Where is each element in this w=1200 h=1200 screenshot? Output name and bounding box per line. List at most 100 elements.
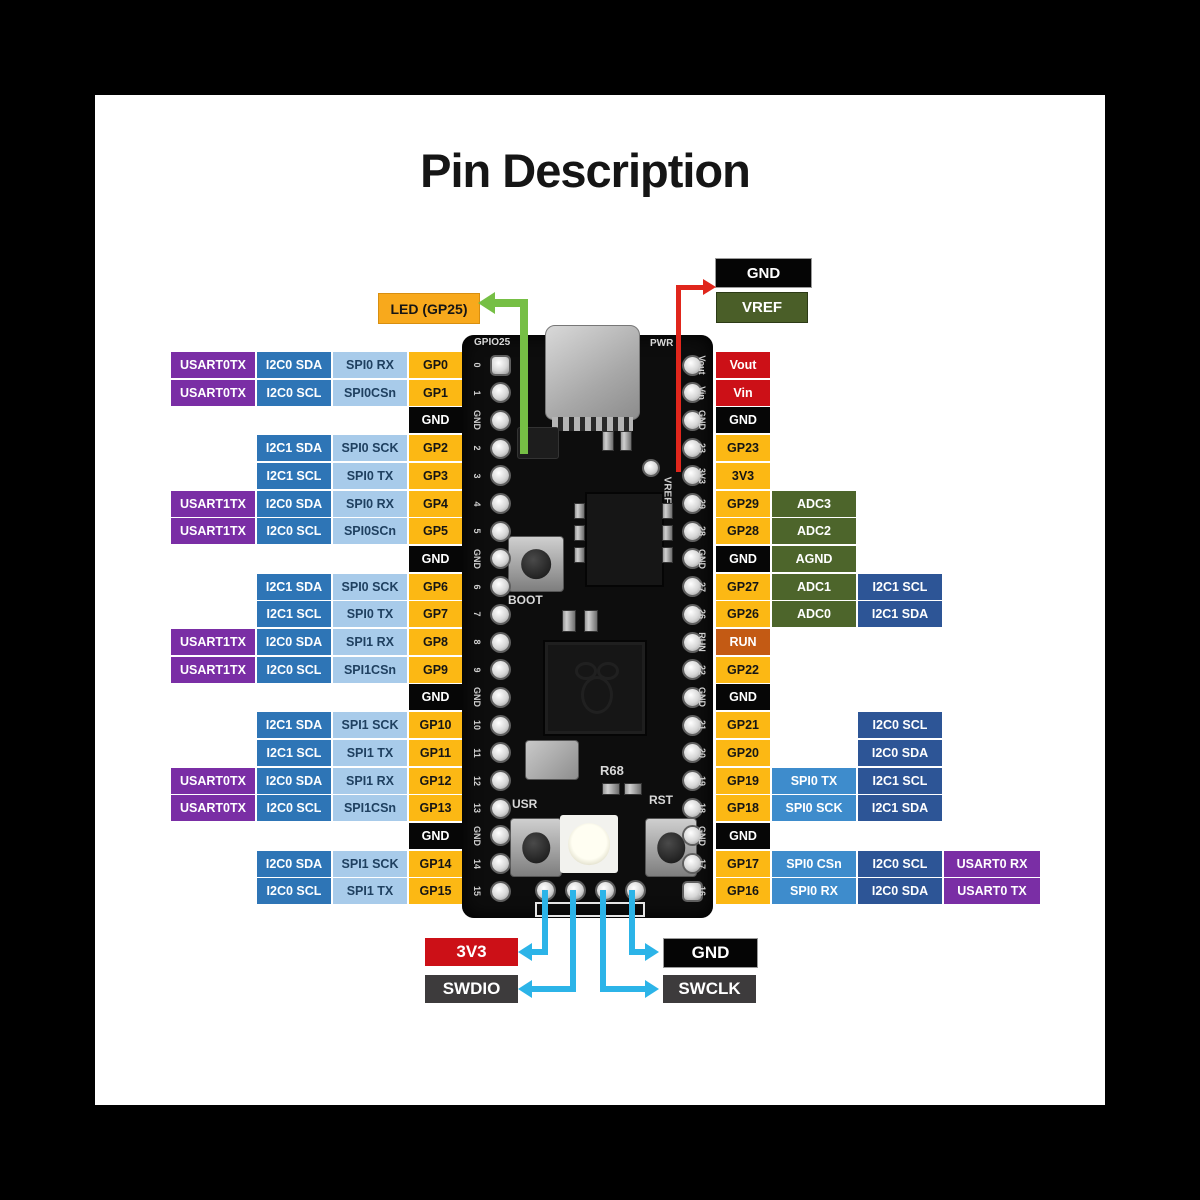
pin-function-label: GND bbox=[716, 545, 770, 572]
pin-number-silk: 3 bbox=[472, 473, 482, 479]
pin-function-label: I2C1 SCL bbox=[257, 739, 331, 766]
component bbox=[562, 610, 576, 632]
pin-function-label: SPI1 SCK bbox=[333, 712, 407, 739]
pin-hole bbox=[491, 550, 509, 568]
pin-hole bbox=[491, 384, 509, 402]
pin-function-label: GP3 bbox=[409, 462, 462, 489]
callout-led-gp25: LED (GP25) bbox=[378, 293, 480, 324]
silk-rst: RST bbox=[649, 793, 673, 807]
pin-function-label: I2C0 SCL bbox=[257, 878, 331, 905]
page-title: Pin Description bbox=[420, 144, 751, 197]
pin-function-label: SPI0 RX bbox=[333, 352, 407, 378]
pin-function-label: USART1TX bbox=[171, 656, 255, 683]
pin-function-label: GP28 bbox=[716, 518, 770, 545]
pin-function-label: GP4 bbox=[409, 490, 462, 517]
boot-button[interactable] bbox=[508, 536, 564, 592]
pin-function-label: GP18 bbox=[716, 795, 770, 822]
pin-number-silk: 18 bbox=[697, 803, 707, 814]
pin-function-label: USART0 RX bbox=[944, 850, 1040, 877]
pin-function-label: GP5 bbox=[409, 518, 462, 545]
pin-function-label: I2C0 SDA bbox=[257, 767, 331, 794]
pin-number-silk: 28 bbox=[697, 526, 707, 537]
silk-usr: USR bbox=[512, 797, 538, 811]
pin-function-label: SPI0 RX bbox=[772, 878, 856, 905]
pin-function-label: GP12 bbox=[409, 767, 462, 794]
pin-hole bbox=[491, 578, 509, 596]
rp2040-chip bbox=[543, 640, 647, 736]
pin-number-silk: 13 bbox=[472, 803, 482, 814]
usr-button-cap bbox=[522, 831, 550, 864]
pin-number-silk: 1 bbox=[472, 390, 482, 396]
pin-function-label: I2C0 SDA bbox=[257, 490, 331, 517]
pin-function-label: I2C1 SCL bbox=[858, 767, 942, 794]
pin-function-label: GP13 bbox=[409, 795, 462, 822]
pin-hole bbox=[491, 772, 509, 789]
right-pin-row-10: RUN bbox=[716, 629, 1040, 655]
pin-function-label: USART1TX bbox=[171, 629, 255, 655]
right-pin-row-11: GP22 bbox=[716, 656, 1040, 683]
pin-function-label: USART0TX bbox=[171, 379, 255, 406]
pin-hole bbox=[683, 411, 701, 429]
pin-number-silk: GND bbox=[697, 687, 707, 708]
pin-hole bbox=[683, 855, 701, 873]
pin-hole bbox=[683, 467, 701, 485]
pin-hole bbox=[683, 522, 701, 540]
pin-function-label: USART1TX bbox=[171, 490, 255, 517]
pin-function-label: ADC1 bbox=[772, 573, 856, 600]
usb-pins bbox=[552, 417, 633, 431]
cyan-wire-gnd bbox=[629, 890, 635, 955]
pin-hole bbox=[683, 356, 701, 374]
pin-function-label: GP21 bbox=[716, 712, 770, 739]
pin-function-label: GP15 bbox=[409, 878, 462, 905]
right-pin-row-4: 3V3 bbox=[716, 462, 1040, 489]
usr-button[interactable] bbox=[510, 818, 562, 877]
pin-hole bbox=[683, 661, 701, 679]
component bbox=[662, 525, 673, 541]
pin-function-label: I2C1 SDA bbox=[858, 601, 942, 628]
pin-function-label: SPI0 CSn bbox=[772, 850, 856, 877]
pin-function-label: SPI0 RX bbox=[333, 490, 407, 517]
pin-number-silk: 9 bbox=[472, 667, 482, 673]
pin-function-label: USART0 TX bbox=[944, 878, 1040, 905]
pin-function-label: GP1 bbox=[409, 379, 462, 406]
pin-function-label: SPI1CSn bbox=[333, 656, 407, 683]
right-pin-row-12: GND bbox=[716, 684, 1040, 711]
pin-function-label: I2C0 SCL bbox=[858, 850, 942, 877]
pin-function-label: I2C1 SCL bbox=[257, 462, 331, 489]
component bbox=[662, 547, 673, 563]
pin-hole bbox=[491, 716, 509, 734]
pin-hole bbox=[491, 633, 509, 651]
pin-function-label: GP19 bbox=[716, 767, 770, 794]
pin-function-label: ADC0 bbox=[772, 601, 856, 628]
pin-hole bbox=[491, 661, 509, 679]
pin-function-label: I2C1 SCL bbox=[858, 573, 942, 600]
pin-function-label: SPI0CSn bbox=[333, 379, 407, 406]
pin-number-silk: 16 bbox=[697, 886, 707, 897]
cyan-wire-swdio bbox=[570, 890, 576, 992]
pin-function-label: USART0TX bbox=[171, 795, 255, 822]
pin-function-label: 3V3 bbox=[716, 462, 770, 489]
pin-hole bbox=[491, 688, 509, 706]
pin-function-label: USART0TX bbox=[171, 352, 255, 378]
pin-hole bbox=[491, 799, 509, 817]
pin-function-label: I2C0 SDA bbox=[257, 629, 331, 655]
pin-function-label: SPI1 SCK bbox=[333, 850, 407, 877]
pin-function-label: SPI0 SCK bbox=[333, 435, 407, 462]
mcu-board: GPIO25 PWR BOOT VREF bbox=[462, 325, 713, 918]
pin-hole bbox=[491, 522, 509, 540]
pin-number-silk: 7 bbox=[472, 611, 482, 617]
pin-function-label: I2C0 SDA bbox=[257, 352, 331, 378]
debug-header-outline bbox=[535, 902, 645, 917]
pin-function-label: GP7 bbox=[409, 601, 462, 628]
component bbox=[574, 525, 585, 541]
pin-function-label: I2C0 SCL bbox=[257, 656, 331, 683]
right-pin-row-1: Vin bbox=[716, 379, 1040, 406]
